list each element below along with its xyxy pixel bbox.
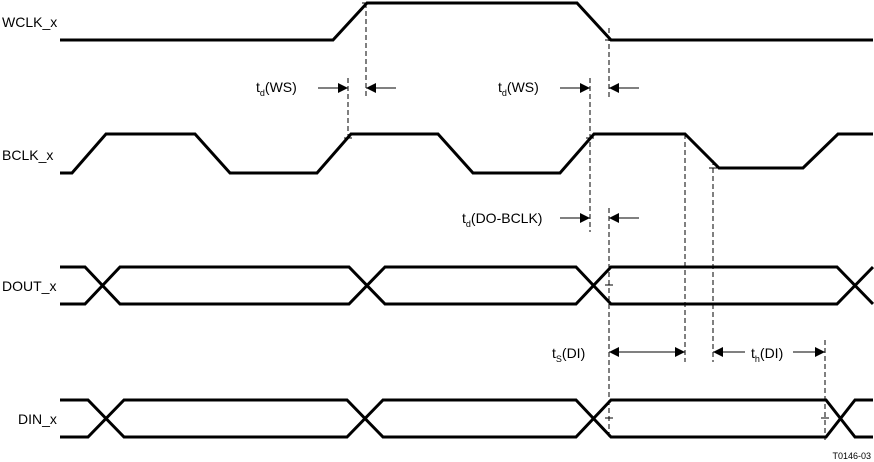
td-ws-label-2: td(WS) — [498, 79, 539, 98]
bclk-waveform — [60, 132, 873, 175]
wclk-label: WCLK_x — [2, 14, 57, 30]
wclk-waveform — [60, 1, 873, 42]
ts-di-annotation: tS(DI) — [552, 345, 685, 364]
td-do-bclk-label: td(DO-BCLK) — [462, 210, 542, 229]
td-ws-annotation-2: td(WS) — [498, 79, 639, 98]
bclk-label: BCLK_x — [2, 147, 53, 163]
th-di-label: th(DI) — [751, 345, 783, 364]
ts-di-label: tS(DI) — [552, 345, 585, 364]
din-waveform — [60, 398, 873, 439]
td-ws-label-1: td(WS) — [256, 79, 297, 98]
td-ws-annotation-1: td(WS) — [256, 79, 396, 98]
reference-lines — [347, 3, 826, 440]
crossing-ticks — [344, 2, 829, 419]
dout-label: DOUT_x — [2, 278, 56, 294]
figure-id: T0146-03 — [832, 451, 871, 461]
th-di-annotation: th(DI) — [713, 345, 825, 364]
din-label: DIN_x — [18, 411, 57, 427]
td-do-bclk-annotation: td(DO-BCLK) — [462, 210, 639, 229]
dout-waveform — [60, 265, 874, 306]
